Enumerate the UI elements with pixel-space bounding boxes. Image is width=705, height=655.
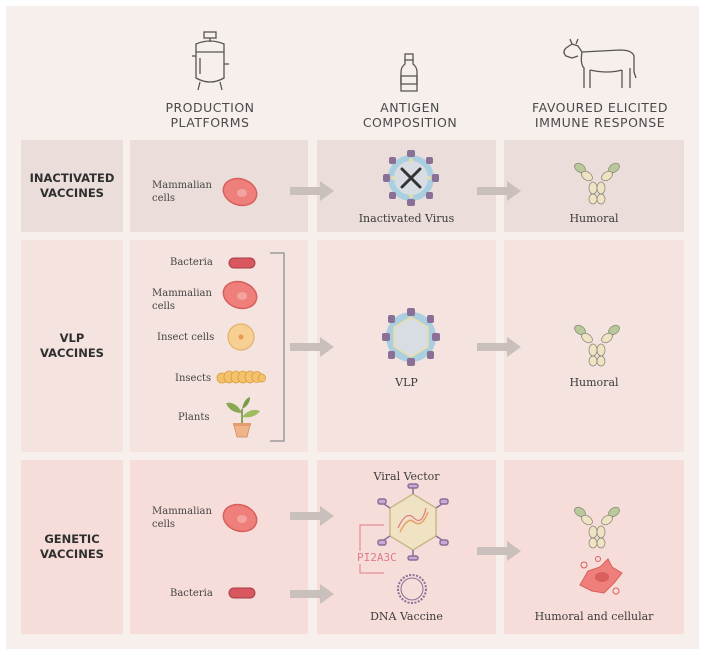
- platform-label-bacteria: Bacteria: [170, 588, 213, 599]
- arrow-icon: [477, 541, 521, 561]
- plant-icon: [226, 397, 260, 438]
- cow-icon: [563, 38, 637, 88]
- antibody-icon: [574, 506, 620, 549]
- antibody-icon: [574, 162, 620, 205]
- watermark-bracket: [359, 524, 384, 574]
- arrow-icon: [477, 181, 521, 201]
- row-genetic-antigen-cell: [317, 460, 496, 634]
- arrow-icon: [290, 584, 334, 604]
- platform-label-bacteria: Bacteria: [170, 257, 213, 268]
- arrow-icon: [290, 337, 334, 357]
- mammalian-cell-icon: [222, 280, 258, 310]
- arrow-icon: [290, 181, 334, 201]
- row-inactivated-platform-cell: [130, 140, 308, 232]
- dna-plasmid-icon: [397, 574, 427, 604]
- bacteria-icon: [228, 587, 256, 599]
- mammalian-cell-icon: [222, 503, 258, 533]
- watermark-text: PI2A3C: [355, 551, 399, 564]
- platform-label-insect-cells: Insect cells: [157, 332, 215, 343]
- bacteria-icon: [228, 257, 256, 269]
- t-cell-icon: [579, 556, 623, 595]
- vlp-icon: [382, 308, 440, 366]
- bottle-icon: [400, 53, 418, 92]
- insect-cell-icon: [227, 323, 255, 351]
- response-caption-humoral: Humoral: [569, 376, 619, 389]
- antibody-icon: [574, 324, 620, 367]
- response-caption-humoral: Humoral: [569, 212, 619, 225]
- row-genetic-label-cell: [21, 460, 123, 634]
- inactivated-virus-icon: [383, 150, 439, 206]
- arrow-icon: [290, 506, 334, 526]
- row-genetic-platform-cell: [130, 460, 308, 634]
- bioreactor-icon: [192, 31, 229, 91]
- response-caption-humoral-and-cellular: Humoral and cellular: [534, 610, 654, 623]
- larva-icon: [216, 370, 266, 384]
- row-vlp-label-cell: [21, 240, 123, 452]
- viral-vector-icon: [377, 483, 449, 561]
- antigen-caption-dna-vaccine: DNA Vaccine: [370, 610, 443, 623]
- platform-bracket: [270, 252, 285, 442]
- antigen-caption-inactivated-virus: Inactivated Virus: [358, 212, 455, 225]
- row-vlp-platform-cell: [130, 240, 308, 452]
- platform-label-insects: Insects: [175, 373, 212, 384]
- antigen-caption-vlp: VLP: [395, 376, 418, 389]
- arrow-icon: [477, 337, 521, 357]
- row-inactivated-label-cell: [21, 140, 123, 232]
- platform-label-plants: Plants: [178, 412, 210, 423]
- mammalian-cell-icon: [222, 177, 258, 207]
- antigen-caption-viral-vector: Viral Vector: [373, 470, 440, 483]
